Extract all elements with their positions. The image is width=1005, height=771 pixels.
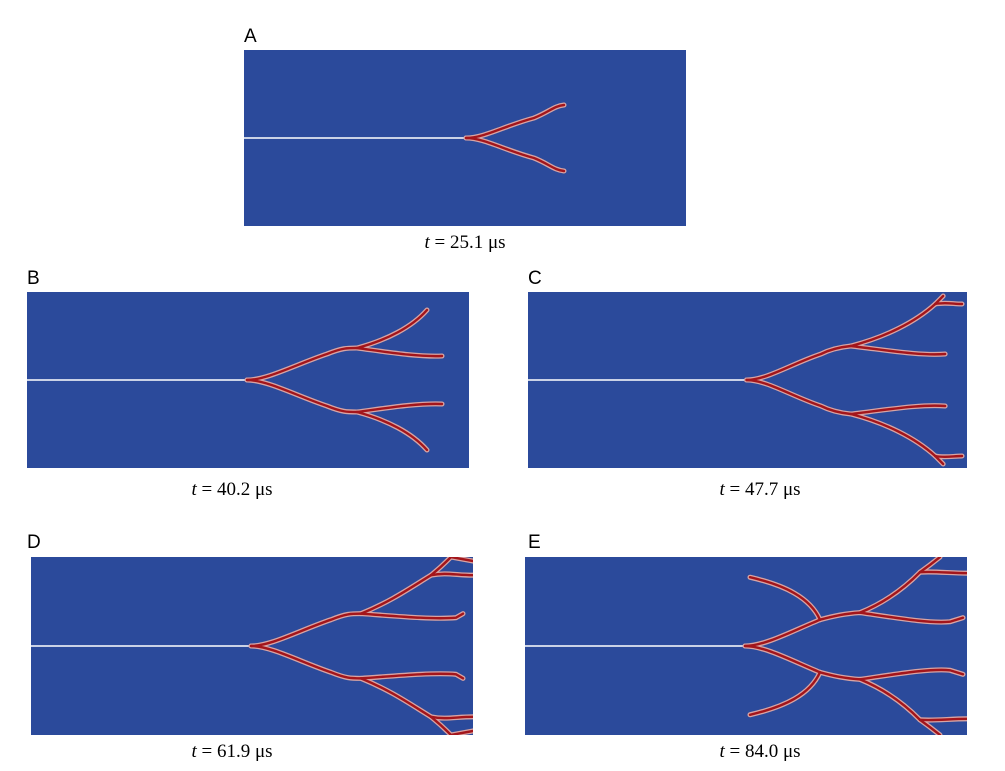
crack-branch: [355, 402, 444, 414]
crack-branch: [748, 671, 822, 716]
crack-branch: [747, 574, 823, 623]
crack-branch: [743, 644, 822, 674]
caption-c: t = 47.7 μs: [719, 479, 800, 501]
crack-branch: [245, 378, 359, 414]
crack-branch: [245, 346, 359, 382]
crack-branch: [745, 344, 852, 382]
crack-branch: [849, 404, 947, 416]
panel-b-simulation: [27, 292, 469, 468]
crack-branch: [857, 569, 923, 616]
crack-branch: [359, 573, 433, 615]
caption-b: t = 40.2 μs: [191, 479, 272, 501]
crack-pattern-e: [525, 557, 967, 735]
crack-branch: [918, 570, 967, 575]
time-value: = 61.9 μs: [201, 741, 273, 762]
time-variable: t: [424, 232, 430, 253]
panel-a-simulation: [244, 50, 686, 226]
crack-branch: [934, 301, 964, 306]
crack-branch: [858, 678, 922, 722]
panel-label-e: E: [528, 532, 541, 553]
time-value: = 84.0 μs: [729, 741, 801, 762]
crack-branch: [747, 669, 823, 718]
crack-branch: [429, 572, 473, 577]
crack-branch: [249, 612, 363, 648]
crack-branch: [429, 715, 473, 720]
crack-branch: [848, 411, 938, 459]
crack-branch: [464, 103, 566, 140]
panel-label-b: B: [27, 268, 40, 289]
caption-e: t = 84.0 μs: [719, 741, 800, 763]
crack-pattern-a: [244, 102, 567, 174]
time-variable: t: [719, 741, 725, 762]
time-value: = 47.7 μs: [729, 479, 801, 500]
crack-branch: [849, 412, 937, 458]
crack-branch: [745, 378, 852, 416]
crack-branch: [818, 671, 862, 681]
crack-branch: [429, 557, 453, 577]
crack-branch: [857, 676, 923, 723]
crack-branch: [848, 301, 938, 349]
crack-branch: [355, 410, 429, 452]
crack-branch: [355, 346, 444, 358]
crack-branch: [934, 454, 964, 459]
crack-branch: [464, 136, 566, 173]
crack-branch: [429, 715, 453, 735]
crack-branch: [449, 557, 473, 563]
time-variable: t: [191, 479, 197, 500]
panel-c-simulation: [528, 292, 967, 468]
crack-pattern-c: [528, 293, 965, 467]
panel-e-simulation: [525, 557, 967, 735]
crack-branch: [858, 668, 965, 681]
crack-branch: [449, 729, 473, 735]
crack-branch: [748, 576, 822, 621]
crack-branch: [849, 344, 947, 356]
crack-pattern-d: [31, 557, 473, 735]
crack-branch: [249, 644, 363, 680]
crack-branch: [858, 570, 922, 614]
crack-branch: [918, 718, 942, 735]
crack-branch: [354, 307, 430, 351]
time-variable: t: [719, 479, 725, 500]
crack-branch: [359, 672, 465, 680]
panel-label-d: D: [27, 532, 41, 553]
panel-d-simulation: [31, 557, 473, 735]
crack-branch: [359, 677, 433, 719]
panel-label-c: C: [528, 268, 542, 289]
time-value: = 25.1 μs: [434, 232, 506, 253]
crack-branch: [354, 409, 430, 453]
crack-branch: [818, 611, 862, 621]
time-variable: t: [191, 741, 197, 762]
crack-branch: [858, 611, 965, 624]
panel-label-a: A: [244, 26, 257, 47]
crack-pattern-b: [27, 307, 445, 453]
caption-a: t = 25.1 μs: [424, 232, 505, 254]
crack-branch: [849, 302, 937, 348]
caption-d: t = 61.9 μs: [191, 741, 272, 763]
crack-branch: [355, 308, 429, 350]
crack-branch: [918, 717, 967, 722]
crack-branch: [918, 557, 942, 574]
crack-branch: [359, 612, 465, 620]
time-value: = 40.2 μs: [201, 479, 273, 500]
